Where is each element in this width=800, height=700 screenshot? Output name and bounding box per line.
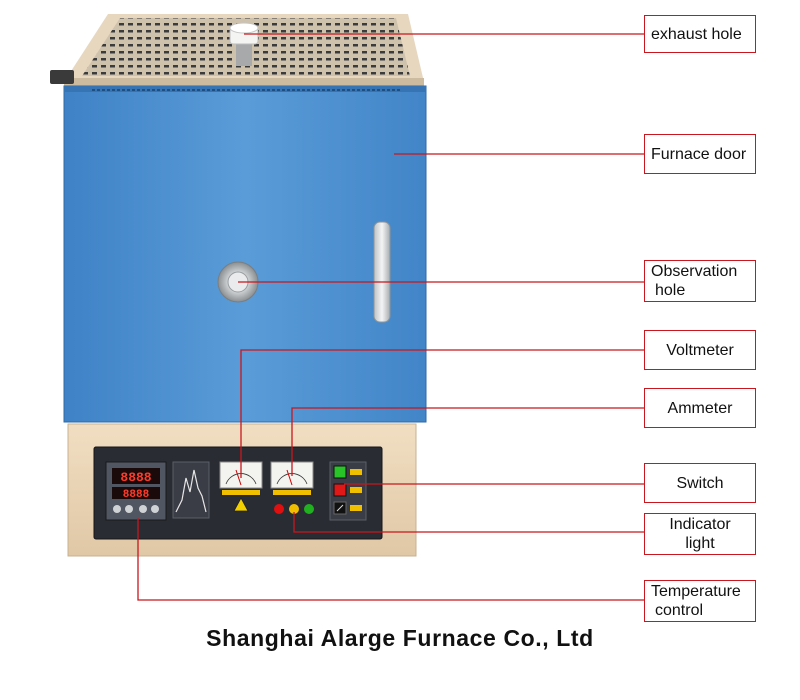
leader-temperature-control xyxy=(137,518,644,601)
label-indicator-light-line1: Indicator xyxy=(669,516,731,533)
label-observation-hole: Observation hole xyxy=(644,260,756,302)
indicator-lights xyxy=(274,504,314,514)
label-indicator-light-line2: light xyxy=(685,535,715,552)
company-name: Shanghai Alarge Furnace Co., Ltd xyxy=(206,625,594,651)
leader-lines xyxy=(137,33,644,601)
indicator-light-yellow xyxy=(289,504,299,514)
temperature-controller: 8888 8888 xyxy=(105,461,167,521)
label-observation-hole-line2: hole xyxy=(655,282,686,299)
switch-panel xyxy=(329,461,367,521)
indicator-light-green xyxy=(304,504,314,514)
side-latch xyxy=(50,70,74,84)
exhaust-hole-chimney xyxy=(229,22,259,66)
label-voltmeter-text: Voltmeter xyxy=(666,341,734,359)
switch-button-red[interactable] xyxy=(333,483,347,497)
label-exhaust-hole-text: exhaust hole xyxy=(651,25,742,43)
controller-pv-display: 8888 xyxy=(120,470,151,485)
heating-curve-plate xyxy=(172,461,210,519)
label-temperature-control-line2: control xyxy=(655,602,704,619)
label-ammeter-text: Ammeter xyxy=(667,399,733,417)
leader-voltmeter xyxy=(240,349,644,478)
label-voltmeter: Voltmeter xyxy=(644,330,756,370)
label-temperature-control-line1: Temperature xyxy=(651,583,741,600)
switch-button-green[interactable] xyxy=(333,465,347,479)
label-indicator-light: Indicator light xyxy=(644,513,756,555)
indicator-light-red xyxy=(274,504,284,514)
door-handle xyxy=(373,221,391,323)
furnace-door xyxy=(63,85,427,423)
controller-sv-display: 8888 xyxy=(123,489,150,501)
label-switch: Switch xyxy=(644,463,756,503)
label-temperature-control: Temperature control xyxy=(644,580,756,622)
leader-indicator-light xyxy=(293,512,644,533)
label-ammeter: Ammeter xyxy=(644,388,756,428)
label-observation-hole-line1: Observation xyxy=(651,263,738,280)
label-furnace-door-text: Furnace door xyxy=(651,145,747,163)
label-furnace-door: Furnace door xyxy=(644,134,756,174)
label-switch-text: Switch xyxy=(676,474,724,492)
label-exhaust-hole: exhaust hole xyxy=(644,15,756,53)
leader-ammeter xyxy=(291,407,644,476)
